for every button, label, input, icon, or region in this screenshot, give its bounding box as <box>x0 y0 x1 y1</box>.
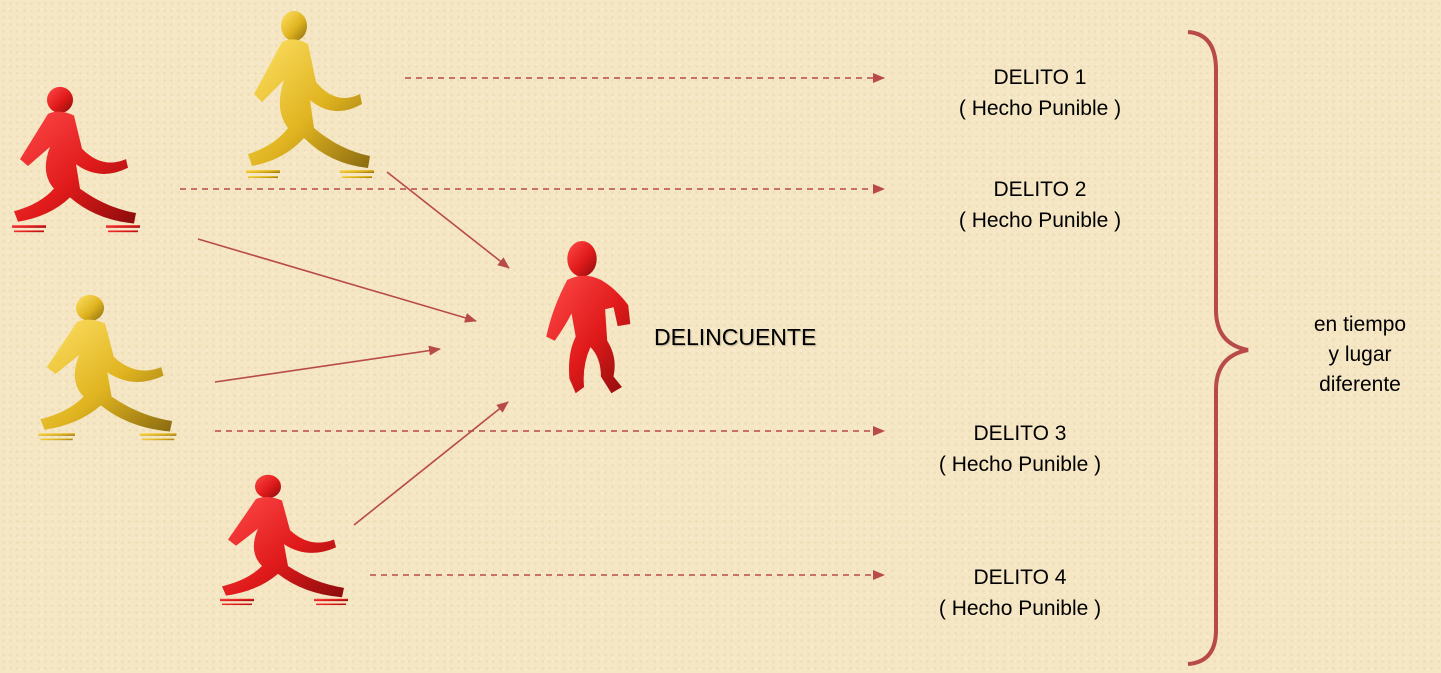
dashed-arrows <box>180 73 885 580</box>
delito-1-title: DELITO 1 <box>993 66 1087 89</box>
side-note-line-2: y lugar <box>1328 343 1392 366</box>
delito-3-label: DELITO 3 ( Hecho Punible ) <box>880 418 1160 480</box>
delito-1-subtitle: ( Hecho Punible ) <box>958 97 1122 120</box>
delito-3-title: DELITO 3 <box>973 422 1067 445</box>
curly-brace <box>1187 30 1249 666</box>
side-note-line-3: diferente <box>1319 373 1401 396</box>
delito-2-label: DELITO 2 ( Hecho Punible ) <box>900 174 1180 236</box>
delito-4-subtitle: ( Hecho Punible ) <box>938 597 1102 620</box>
solid-arrow-from-red-top <box>197 238 477 323</box>
solid-arrow-from-yellow-top <box>386 171 510 269</box>
delito-3-subtitle: ( Hecho Punible ) <box>938 453 1102 476</box>
delito-2-title: DELITO 2 <box>993 178 1087 201</box>
side-note: en tiempo y lugar diferente <box>1290 310 1430 400</box>
delito-4-label: DELITO 4 ( Hecho Punible ) <box>880 562 1160 624</box>
delito-1-label: DELITO 1 ( Hecho Punible ) <box>900 62 1180 124</box>
walking-person-icon <box>38 294 177 441</box>
delito-2-subtitle: ( Hecho Punible ) <box>958 209 1122 232</box>
walking-person-icon <box>12 86 140 233</box>
running-person-icon <box>546 241 631 394</box>
walking-person-icon <box>246 11 374 178</box>
delito-4-title: DELITO 4 <box>973 566 1067 589</box>
walking-person-icon <box>220 474 348 606</box>
solid-arrow-from-red-bottom <box>353 401 509 526</box>
solid-arrows <box>197 171 510 526</box>
solid-arrow-from-yellow-mid <box>214 345 441 383</box>
delincuente-label: DELINCUENTE <box>654 324 817 350</box>
side-note-line-1: en tiempo <box>1313 313 1407 336</box>
